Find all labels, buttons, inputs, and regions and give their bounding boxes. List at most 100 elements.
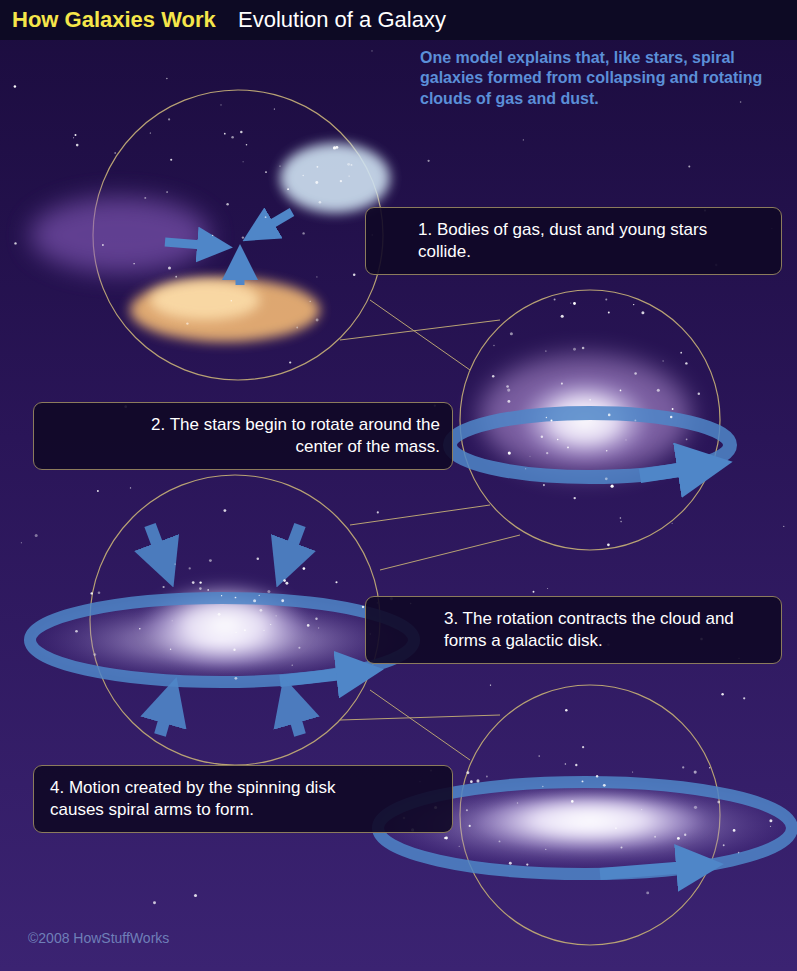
star-dot bbox=[547, 588, 548, 589]
star-dot bbox=[565, 763, 567, 765]
star-dot bbox=[170, 649, 171, 650]
star-dot bbox=[605, 477, 608, 480]
star-dot bbox=[672, 523, 673, 524]
star-dot bbox=[289, 361, 291, 363]
star-dot bbox=[723, 844, 725, 846]
star-dot bbox=[615, 827, 617, 829]
star-dot bbox=[717, 801, 720, 804]
star-dot bbox=[662, 360, 663, 361]
star-dot bbox=[130, 487, 131, 488]
star-dot bbox=[545, 849, 546, 850]
star-dot bbox=[93, 653, 96, 656]
star-dot bbox=[75, 134, 77, 136]
star-dot bbox=[199, 581, 201, 583]
star-dot bbox=[546, 452, 548, 454]
star-dot bbox=[620, 390, 622, 392]
star-dot bbox=[733, 829, 736, 832]
star-dot bbox=[114, 152, 116, 154]
title-text: How Galaxies Work bbox=[12, 7, 216, 33]
star-dot bbox=[264, 630, 265, 631]
star-dot bbox=[565, 709, 568, 712]
star-dot bbox=[573, 348, 576, 351]
star-dot bbox=[220, 104, 221, 105]
star-dot bbox=[466, 771, 469, 774]
star-dot bbox=[550, 420, 552, 422]
star-dot bbox=[243, 161, 244, 162]
star-dot bbox=[541, 436, 543, 438]
star-dot bbox=[611, 485, 614, 488]
star-dot bbox=[783, 526, 784, 527]
star-dot bbox=[139, 628, 141, 630]
star-dot bbox=[625, 439, 626, 440]
star-dot bbox=[573, 302, 576, 305]
star-dot bbox=[340, 180, 342, 182]
star-dot bbox=[223, 509, 226, 512]
star-dot bbox=[231, 136, 234, 139]
star-dot bbox=[168, 118, 170, 120]
star-dot bbox=[150, 133, 151, 134]
star-dot bbox=[608, 311, 610, 313]
star-dot bbox=[654, 836, 656, 838]
star-dot bbox=[561, 383, 563, 385]
star-dot bbox=[526, 863, 528, 865]
star-dot bbox=[571, 800, 574, 803]
star-dot bbox=[316, 276, 317, 277]
star-dot bbox=[605, 298, 607, 300]
star-dot bbox=[486, 776, 488, 778]
star-dot bbox=[545, 350, 546, 351]
star-dot bbox=[686, 438, 688, 440]
star-dot bbox=[641, 311, 644, 314]
star-dot bbox=[575, 764, 577, 766]
star-dot bbox=[317, 166, 319, 168]
star-dot bbox=[144, 197, 146, 199]
star-dot bbox=[279, 165, 280, 166]
star-dot bbox=[459, 846, 460, 847]
star-dot bbox=[680, 352, 682, 354]
star-dot bbox=[163, 586, 165, 588]
star-dot bbox=[694, 771, 697, 774]
star-dot bbox=[596, 775, 598, 777]
star-dot bbox=[476, 779, 479, 782]
star-dot bbox=[316, 319, 319, 322]
star-dot bbox=[641, 809, 642, 810]
star-dot bbox=[632, 771, 633, 772]
star-dot bbox=[557, 439, 559, 441]
copyright-watermark: ©2008 HowStuffWorks bbox=[28, 930, 169, 946]
star-dot bbox=[276, 615, 277, 616]
star-dot bbox=[296, 327, 298, 329]
star-dot bbox=[73, 137, 74, 138]
star-dot bbox=[606, 450, 608, 452]
star-dot bbox=[257, 557, 260, 560]
star-dot bbox=[657, 389, 660, 392]
star-dot bbox=[246, 144, 248, 146]
star-dot bbox=[469, 825, 471, 827]
step-text: 3. The rotation contracts the cloud and … bbox=[444, 608, 744, 652]
star-dot bbox=[546, 417, 547, 418]
star-dot bbox=[307, 624, 310, 627]
star-dot bbox=[192, 581, 195, 584]
star-dot bbox=[315, 181, 318, 184]
star-dot bbox=[21, 542, 22, 543]
star-dot bbox=[607, 543, 610, 546]
star-dot bbox=[315, 618, 317, 620]
star-dot bbox=[76, 144, 79, 147]
star-dot bbox=[231, 300, 232, 301]
star-dot bbox=[14, 85, 17, 88]
intro-note: One model explains that, like stars, spi… bbox=[420, 48, 782, 109]
star-dot bbox=[507, 400, 510, 403]
star-dot bbox=[510, 332, 513, 335]
star-dot bbox=[212, 235, 213, 236]
star-dot bbox=[265, 216, 267, 218]
star-dot bbox=[538, 755, 540, 757]
star-dot bbox=[646, 891, 649, 894]
star-dot bbox=[670, 416, 672, 418]
star-dot bbox=[235, 677, 238, 680]
star-dot bbox=[517, 802, 518, 803]
star-dot bbox=[490, 684, 491, 685]
star-dot bbox=[694, 806, 697, 809]
star-dot bbox=[209, 559, 212, 562]
subtitle-text: Evolution of a Galaxy bbox=[238, 7, 446, 33]
star-dot bbox=[543, 484, 545, 486]
star-dot bbox=[672, 408, 674, 410]
star-dot bbox=[240, 131, 243, 134]
